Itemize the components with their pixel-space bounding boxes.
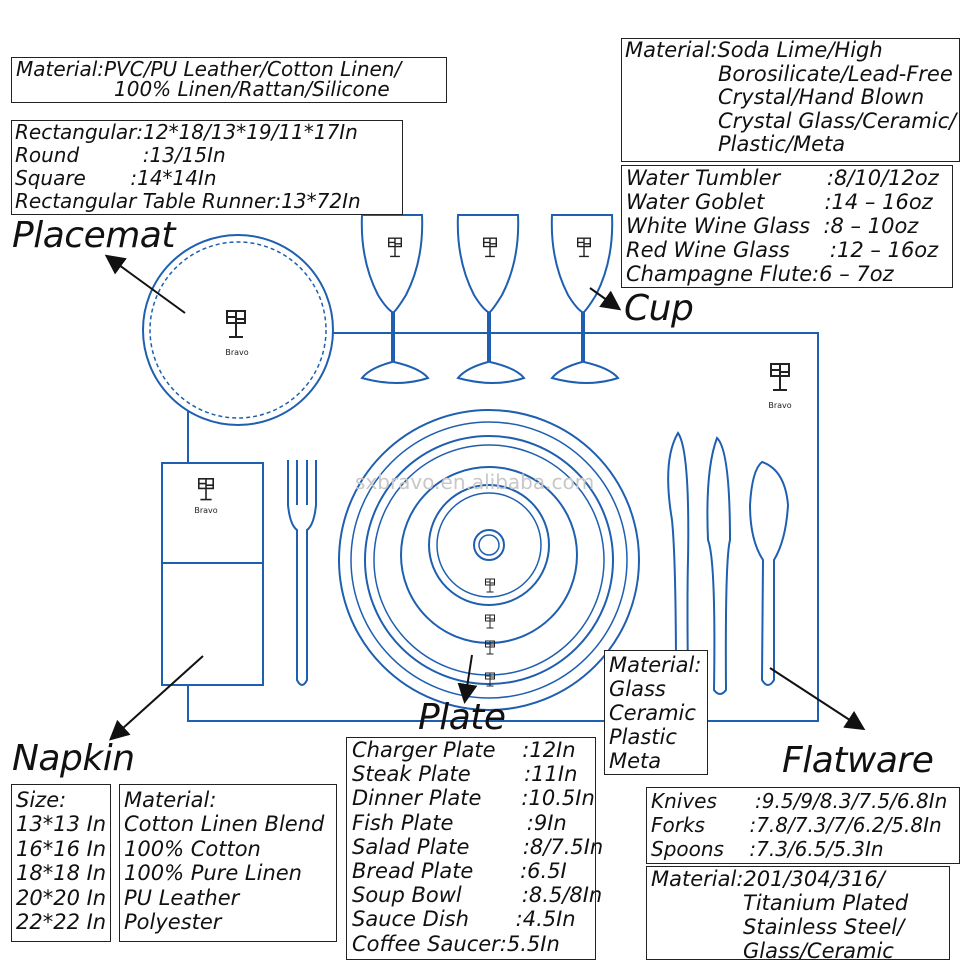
- cup-size-item: White Wine Glass :8 – 10oz: [626, 214, 919, 238]
- flatware-material-line: Stainless Steel/: [743, 915, 905, 939]
- placemat-size-item: Rectangular:12*18/13*19/11*17In: [15, 120, 358, 144]
- placemat-label: Placemat: [12, 215, 175, 256]
- napkin-sizes-box: Size: 13*13 In 16*16 In 18*18 In 20*20 I…: [11, 784, 111, 942]
- napkin-size-item: Size:: [16, 788, 67, 812]
- plate-size-item: Coffee Saucer:5.5In: [352, 931, 560, 956]
- plate-sizes-box: Charger Plate :12In Steak Plate :11In Di…: [346, 737, 604, 960]
- brand-logo-text: Bravo: [225, 348, 248, 357]
- placemat-size-item: Rectangular Table Runner:13*72In: [15, 189, 361, 213]
- placemat-material-line: 100% Linen/Rattan/Silicone: [114, 77, 390, 101]
- plate-size-item: Bread Plate :6.5I: [352, 859, 567, 884]
- wine-glass-2: [456, 214, 526, 384]
- cup-material-line: Crystal/Hand Blown: [718, 85, 925, 109]
- plate-material-item: Ceramic: [609, 701, 696, 725]
- glasses: [360, 214, 620, 384]
- plate-size-item: Dinner Plate :10.5In: [352, 786, 595, 811]
- napkin-material-item: Material:: [124, 788, 217, 812]
- flatware-label: Flatware: [782, 740, 934, 781]
- flatware-material-line: Material:201/304/316/: [651, 867, 885, 891]
- plate-material-item: Material:: [609, 653, 702, 677]
- spoon-shape: [748, 460, 790, 686]
- plate-label: Plate: [418, 697, 506, 738]
- cup-size-item: Water Tumbler :8/10/12oz: [626, 166, 939, 190]
- wine-glass-1: [360, 214, 430, 384]
- placemat-size-item: Square :14*14In: [15, 166, 217, 190]
- plates: [338, 409, 640, 711]
- flatware-material-line: Glass/Ceramic: [743, 939, 894, 963]
- flatware-size-item: Spoons :7.3/6.5/5.3In: [651, 837, 884, 861]
- cup-label: Cup: [624, 288, 694, 329]
- napkin-material-box: Material: Cotton Linen Blend 100% Cotton…: [119, 784, 337, 942]
- cup-sizes-box: Water Tumbler :8/10/12oz Water Goblet :1…: [621, 165, 953, 288]
- cup-size-item: Red Wine Glass :12 – 16oz: [626, 238, 939, 262]
- napkin-size-item: 20*20 In: [16, 885, 107, 910]
- fork-shape: [287, 460, 317, 686]
- napkin-material-item: PU Leather: [124, 885, 240, 910]
- wine-glass-3: [550, 214, 620, 384]
- napkin-shape: Bravo: [161, 462, 264, 686]
- plate-size-item: Steak Plate :11In: [352, 762, 578, 787]
- napkin-size-item: 16*16 In: [16, 836, 107, 861]
- napkin-logo-text: Bravo: [194, 506, 217, 515]
- cup-size-item: Water Goblet :14 – 16oz: [626, 190, 933, 214]
- plate-size-item: Salad Plate :8/7.5In: [352, 834, 604, 859]
- plate-material-item: Plastic: [609, 725, 677, 749]
- plate-material-item: Glass: [609, 677, 666, 701]
- butter-knife-shape: [706, 436, 732, 695]
- cup-material-line: Borosilicate/Lead-Free: [718, 61, 953, 86]
- flatware-material-line: Titanium Plated: [743, 891, 909, 915]
- napkin-material-item: Cotton Linen Blend: [124, 812, 325, 837]
- plate-size-item: Charger Plate :12In: [352, 738, 576, 762]
- cup-size-item: Champagne Flute:6 – 7oz: [626, 262, 894, 286]
- napkin-size-item: 13*13 In: [16, 812, 107, 837]
- plate-size-item: Soup Bowl :8.5/8In: [352, 883, 603, 908]
- placemat-logo-icon: [770, 363, 790, 391]
- plate-material-item: Meta: [609, 749, 662, 773]
- placemat-material-box: Material:PVC/PU Leather/Cotton Linen/ 10…: [11, 57, 447, 103]
- plate-size-item: Fish Plate :9In: [352, 810, 567, 835]
- napkin-material-item: 100% Cotton: [124, 836, 261, 861]
- napkin-size-item: 22*22 In: [16, 910, 107, 935]
- knife-shape: [667, 431, 690, 686]
- plate-material-box: Material: Glass Ceramic Plastic Meta: [604, 650, 708, 775]
- pointer-arrows: [104, 254, 866, 741]
- flatware-material-box: Material:201/304/316/ Titanium Plated St…: [646, 866, 950, 963]
- plate-size-item: Sauce Dish :4.5In: [352, 907, 576, 932]
- cup-material-line: Crystal Glass/Ceramic/: [718, 108, 957, 133]
- napkin-label: Napkin: [12, 738, 135, 779]
- flatware-size-item: Knives :9.5/9/8.3/7.5/6.8In: [651, 789, 948, 813]
- napkin-material-item: 100% Pure Linen: [124, 861, 302, 886]
- flatware-sizes-box: Knives :9.5/9/8.3/7.5/6.8In Forks :7.8/7…: [646, 787, 960, 864]
- napkin-material-item: Polyester: [124, 910, 222, 935]
- watermark: sxbravo.en.alibaba.com: [355, 470, 595, 494]
- placemat-logo-text: Bravo: [768, 401, 791, 410]
- cup-material-line: Plastic/Meta: [718, 132, 846, 156]
- round-placemat: Bravo: [142, 234, 334, 426]
- plate-logo-icon: [485, 614, 495, 629]
- napkin-size-item: 18*18 In: [16, 861, 107, 886]
- placemat-size-item: Round :13/15In: [15, 143, 226, 167]
- plate-logo-icon: [485, 578, 495, 593]
- placemat-sizes-box: Rectangular:12*18/13*19/11*17In Round :1…: [11, 120, 403, 215]
- flatware-size-item: Forks :7.8/7.3/7/6.2/5.8In: [651, 813, 942, 837]
- cup-material-line: Material:Soda Lime/High: [625, 38, 883, 62]
- cup-material-box: Material:Soda Lime/High Borosilicate/Lea…: [621, 38, 960, 162]
- placemat-material-line: Material:PVC/PU Leather/Cotton Linen/: [16, 57, 402, 81]
